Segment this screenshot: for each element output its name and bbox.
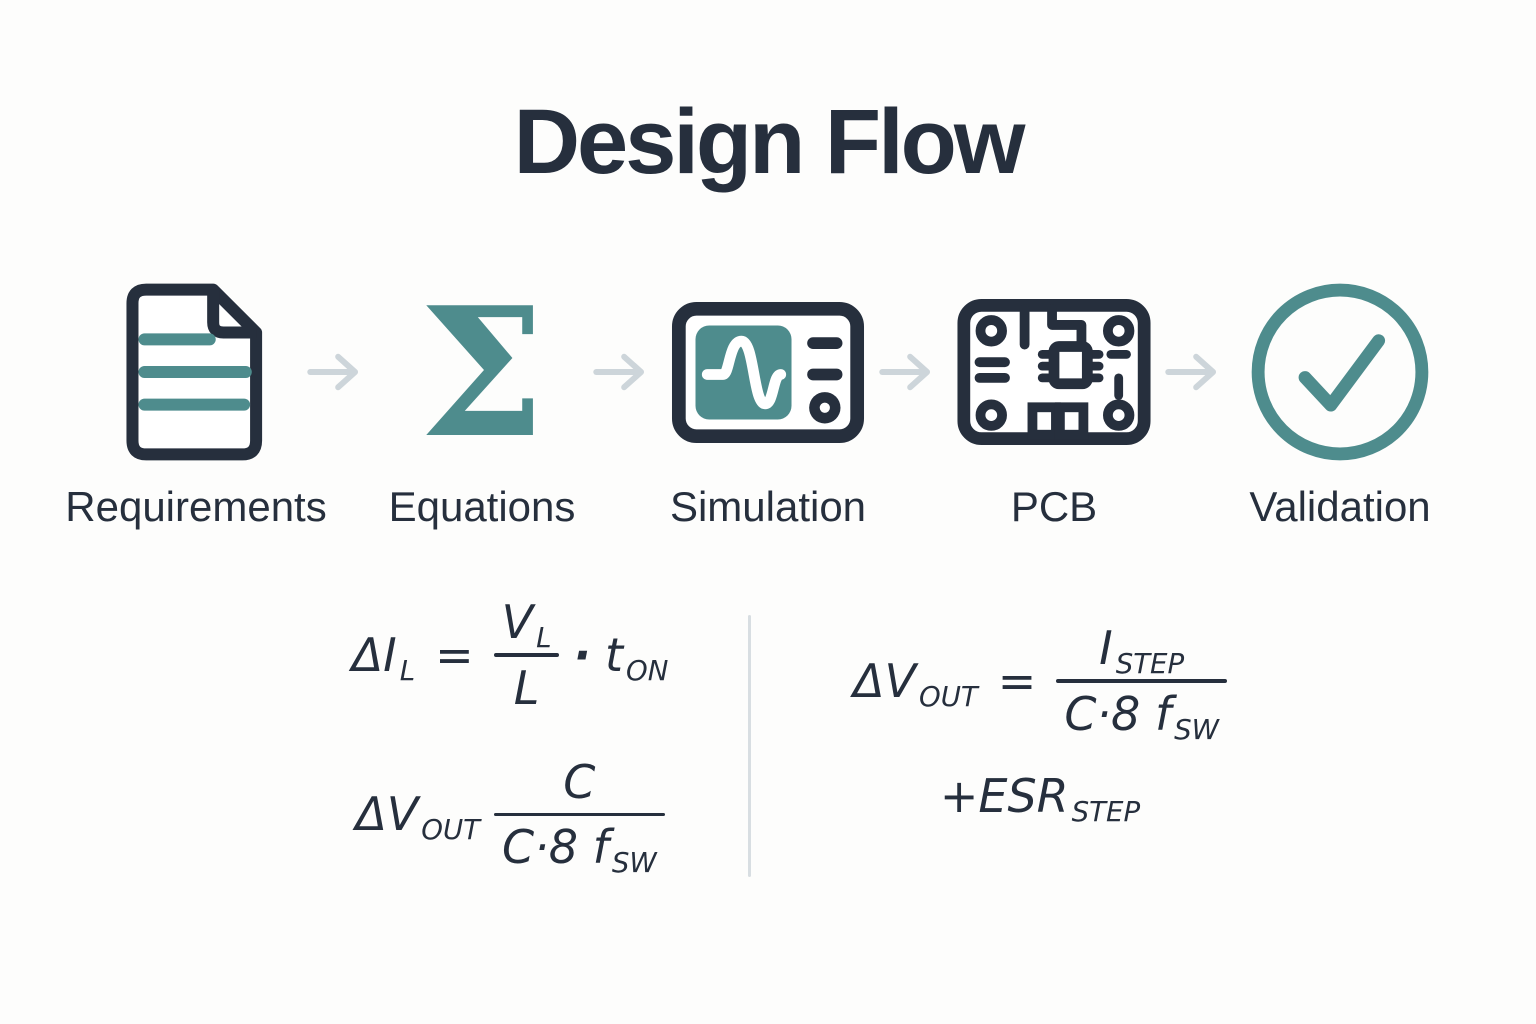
subscript: SW (611, 846, 657, 880)
fraction-numerator: C (555, 755, 603, 809)
equals-sign: = (435, 627, 474, 682)
step-equations: Σ Equations (372, 277, 592, 531)
step-simulation: Simulation (658, 277, 878, 531)
delta-symbol-term: ΔV (853, 653, 916, 708)
sigma-icon: Σ (419, 267, 545, 477)
multiply-dot: · (573, 627, 591, 682)
fraction-bar (494, 812, 665, 817)
document-icon (110, 277, 282, 467)
equations-divider (748, 615, 751, 878)
subscript: STEP (1071, 794, 1141, 828)
fraction-bar (1056, 679, 1227, 683)
fraction-bar (493, 653, 560, 657)
denominator-term: C·8 f (502, 820, 609, 875)
step-label-requirements: Requirements (65, 483, 327, 531)
step-label-validation: Validation (1249, 483, 1431, 531)
subscript: L (536, 621, 552, 655)
numerator-term: V (501, 595, 534, 650)
arrow-right-icon (306, 277, 372, 467)
step-label-pcb: PCB (1010, 483, 1098, 531)
check-circle-icon (1248, 277, 1432, 467)
step-label-equations: Equations (388, 483, 576, 531)
delta-symbol-term: ΔV (355, 787, 419, 842)
esr-term: +ESR (939, 768, 1069, 823)
time-term: t (604, 627, 623, 682)
fraction-denominator: L (506, 661, 548, 715)
arrow-right-icon (1164, 277, 1230, 467)
subscript: OUT (421, 813, 481, 847)
subscript: ON (625, 653, 669, 687)
subscript: STEP (1115, 647, 1185, 681)
pcb-icon (956, 277, 1152, 467)
numerator-term: C (563, 754, 596, 809)
numerator-term: I (1099, 621, 1113, 676)
step-label-simulation: Simulation (669, 483, 867, 531)
denominator-term: C·8 f (1064, 686, 1172, 741)
arrow-right-icon (592, 277, 658, 467)
subscript: OUT (918, 679, 978, 713)
arrow-right-icon (878, 277, 944, 467)
denominator-term: L (513, 660, 540, 715)
oscilloscope-icon (670, 277, 866, 467)
step-pcb: PCB (944, 277, 1164, 531)
flow-row: Requirements Σ Equations (65, 277, 1450, 531)
subscript: SW (1174, 712, 1219, 746)
step-validation: Validation (1230, 277, 1450, 531)
delta-symbol-term: ΔI (351, 627, 397, 682)
subscript: L (399, 653, 416, 687)
equals-sign: = (997, 653, 1037, 708)
step-requirements: Requirements (65, 277, 327, 531)
page-title: Design Flow (513, 91, 1026, 193)
